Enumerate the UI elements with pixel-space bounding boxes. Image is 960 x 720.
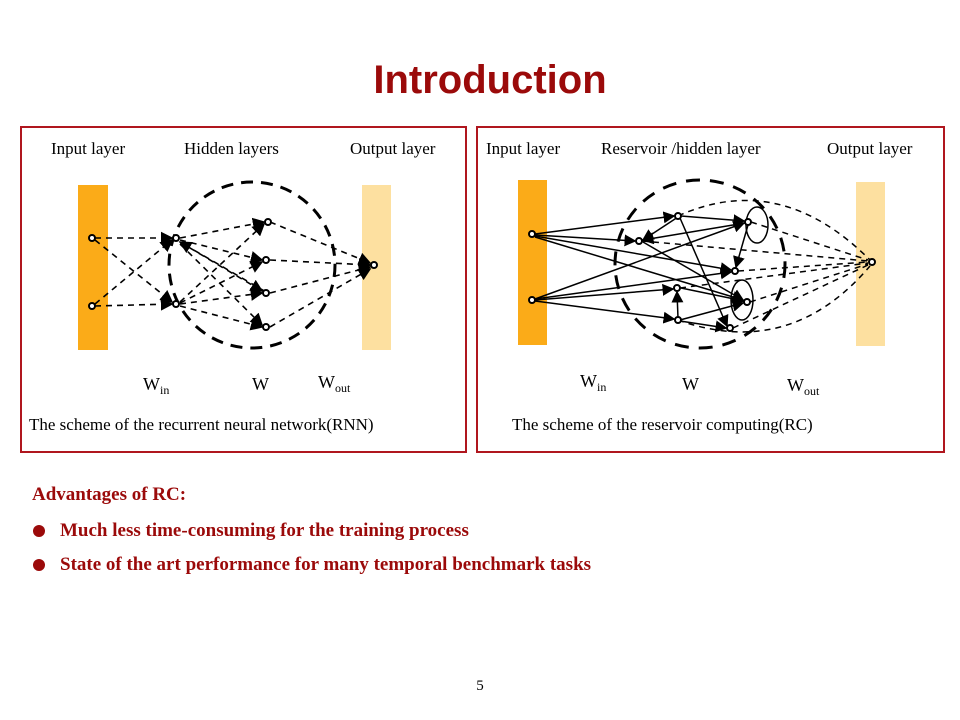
page-number: 5 <box>476 678 484 694</box>
rnn-w-out-label: Wout <box>318 372 350 396</box>
advantages-heading: Advantages of RC: <box>32 484 187 505</box>
rc-w-in-label: Win <box>580 371 606 395</box>
rc-reservoir-circle <box>613 178 787 350</box>
slide-title: Introduction <box>373 58 607 102</box>
advantage-item: State of the art performance for many te… <box>60 554 592 575</box>
rnn-hidden-circle <box>167 180 337 350</box>
rc-caption: The scheme of the reservoir computing(RC… <box>512 415 813 434</box>
w-in-sub: in <box>597 380 607 394</box>
rc-w-label: W <box>682 374 699 394</box>
rc-input-bar <box>518 180 547 345</box>
rc-panel <box>476 126 945 453</box>
rnn-panel <box>20 126 467 453</box>
w-in-sub: in <box>160 383 170 397</box>
w-in-text: W <box>580 371 597 391</box>
rnn-w-label: W <box>252 374 269 394</box>
bullet-icon <box>33 525 45 537</box>
rnn-input-layer-label: Input layer <box>51 139 126 158</box>
w-out-text: W <box>787 375 804 395</box>
rnn-input-bar <box>78 185 108 350</box>
w-out-sub: out <box>804 384 820 398</box>
rc-w-out-label: Wout <box>787 375 819 399</box>
rnn-caption: The scheme of the recurrent neural netwo… <box>29 415 374 434</box>
rc-diagram <box>518 178 885 350</box>
advantage-item: Much less time-consuming for the trainin… <box>60 520 469 541</box>
rc-output-layer-label: Output layer <box>827 139 913 158</box>
rnn-diagram <box>78 180 391 350</box>
w-out-sub: out <box>335 381 351 395</box>
rnn-output-layer-label: Output layer <box>350 139 436 158</box>
w-out-text: W <box>318 372 335 392</box>
rc-reservoir-label: Reservoir /hidden layer <box>601 139 761 158</box>
rnn-w-in-label: Win <box>143 374 169 398</box>
rnn-hidden-layers-label: Hidden layers <box>184 139 279 158</box>
w-in-text: W <box>143 374 160 394</box>
rc-input-layer-label: Input layer <box>486 139 561 158</box>
bullet-icon <box>33 559 45 571</box>
